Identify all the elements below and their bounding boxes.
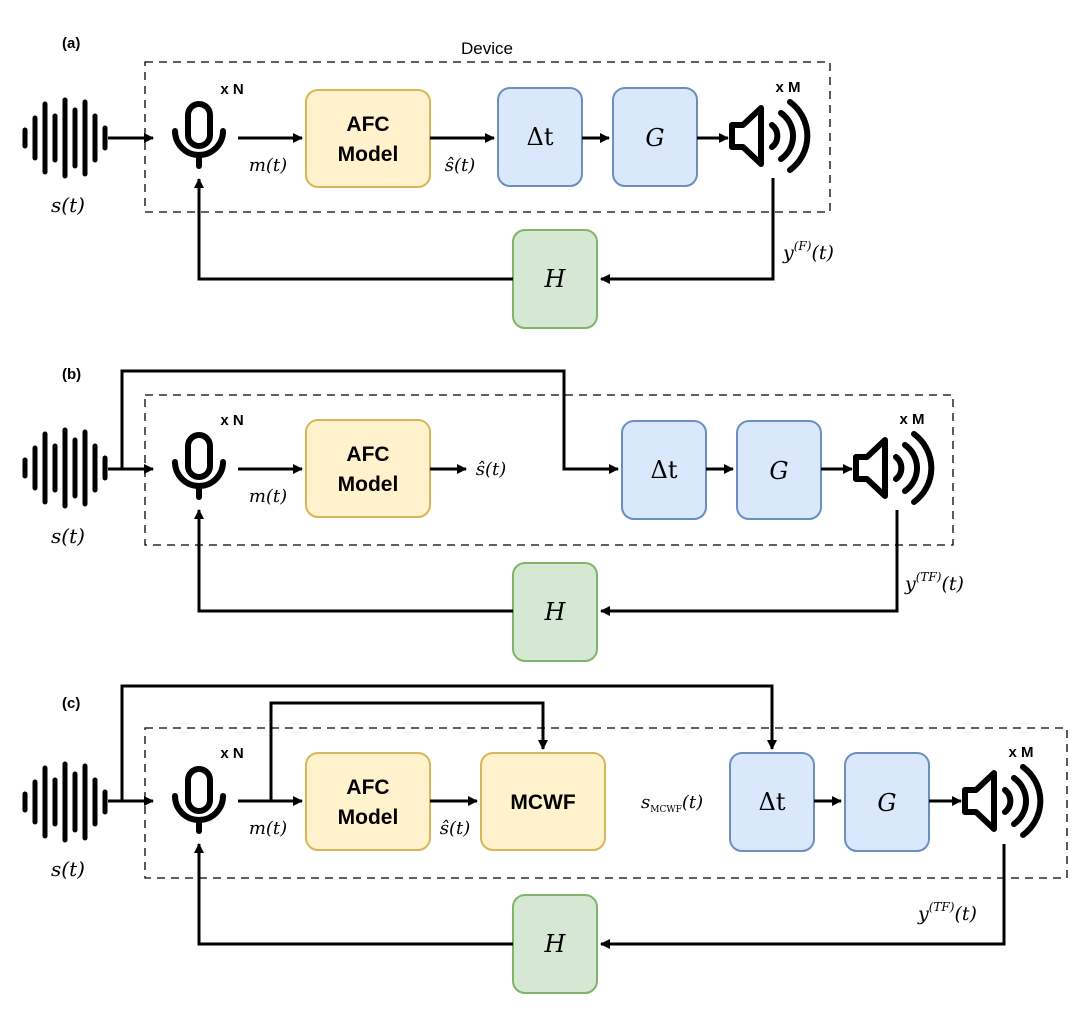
gain-label: G bbox=[769, 457, 788, 485]
panel-label: (a) bbox=[62, 35, 80, 52]
afc-output-label: ŝ(t) bbox=[476, 459, 507, 480]
mic-count-label: x N bbox=[220, 81, 243, 98]
afc-model-label-line1: AFC bbox=[346, 776, 389, 799]
delay-label: Δt bbox=[759, 788, 786, 816]
afc-model-block bbox=[305, 419, 431, 518]
sound-wave-icon bbox=[25, 430, 105, 506]
afc-model-block bbox=[305, 752, 431, 851]
panel-b: (b) s(t) x N AFC Model Δt G x M H m(t) ŝ… bbox=[25, 366, 964, 662]
microphone-icon bbox=[175, 769, 223, 831]
mic-count-label: x N bbox=[220, 412, 243, 429]
device-boundary bbox=[144, 727, 1068, 879]
gain-label: G bbox=[877, 789, 896, 817]
afc-model-label-line2: Model bbox=[338, 806, 399, 829]
mcwf-block bbox=[480, 752, 606, 851]
feedback-path-label: H bbox=[544, 598, 567, 626]
sound-wave-icon bbox=[25, 100, 105, 176]
loudspeaker-signal-label: y(F)(t) bbox=[782, 239, 834, 264]
microphone-icon bbox=[175, 435, 223, 497]
speaker-count-label: x M bbox=[775, 79, 800, 96]
panel-label: (b) bbox=[62, 366, 81, 383]
delay-label: Δt bbox=[527, 123, 554, 151]
loudspeaker-signal-label: y(TF)(t) bbox=[917, 900, 977, 925]
afc-model-label-line2: Model bbox=[338, 473, 399, 496]
loudspeaker-signal-label: y(TF)(t) bbox=[904, 570, 964, 595]
loudspeaker-icon bbox=[965, 767, 1040, 835]
mic-signal-label: m(t) bbox=[249, 155, 287, 176]
source-signal-label: s(t) bbox=[51, 193, 85, 217]
mic-signal-label: m(t) bbox=[249, 818, 287, 839]
sound-wave-icon bbox=[25, 764, 105, 840]
signal-arrows bbox=[108, 369, 899, 616]
device-label: Device bbox=[461, 39, 513, 58]
gain-label: G bbox=[645, 124, 664, 152]
speaker-count-label: x M bbox=[899, 411, 924, 428]
mcwf-label: MCWF bbox=[510, 791, 575, 814]
loudspeaker-icon bbox=[732, 102, 807, 170]
feedback-path-label: H bbox=[544, 930, 567, 958]
feedback-path-label: H bbox=[544, 265, 567, 293]
microphone-icon bbox=[175, 104, 223, 166]
afc-model-label-line2: Model bbox=[338, 143, 399, 166]
signal-arrows bbox=[108, 133, 775, 284]
afc-model-label-line1: AFC bbox=[346, 443, 389, 466]
speaker-count-label: x M bbox=[1008, 744, 1033, 761]
afc-output-label: ŝ(t) bbox=[440, 818, 471, 839]
mic-count-label: x N bbox=[220, 745, 243, 762]
afc-model-label-line1: AFC bbox=[346, 113, 389, 136]
mic-signal-label: m(t) bbox=[249, 486, 287, 507]
delay-label: Δt bbox=[651, 456, 678, 484]
panel-c: (c) s(t) x N AFC Model MCWF Δt G x M H bbox=[25, 684, 1068, 994]
mcwf-output-label: sMCWF(t) bbox=[641, 792, 703, 815]
device-boundary bbox=[144, 61, 831, 213]
source-signal-label: s(t) bbox=[51, 524, 85, 548]
afc-output-label: ŝ(t) bbox=[445, 155, 476, 176]
source-signal-label: s(t) bbox=[51, 857, 85, 881]
panel-label: (c) bbox=[62, 695, 80, 712]
signal-arrows bbox=[108, 684, 1006, 949]
afc-model-block bbox=[305, 89, 431, 188]
loudspeaker-icon bbox=[856, 434, 931, 502]
panel-a: (a) Device s(t) x N AFC Model Δt G x M H… bbox=[25, 35, 834, 329]
